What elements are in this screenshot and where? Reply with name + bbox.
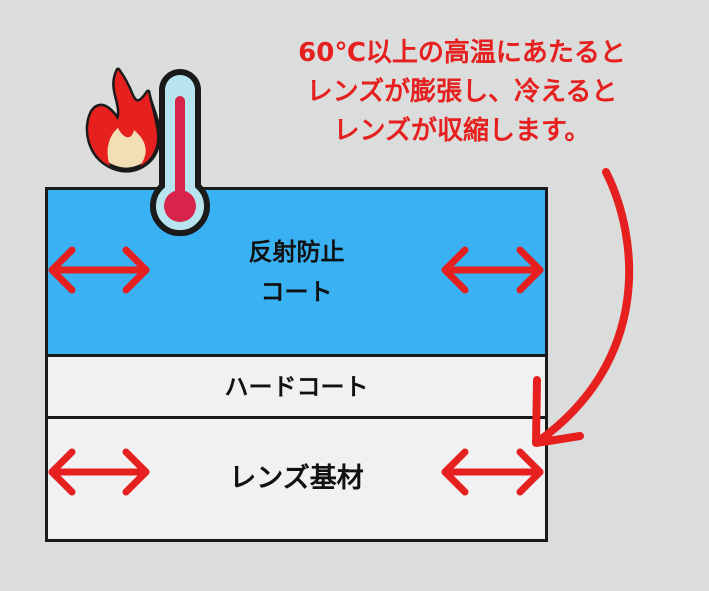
double-arrow-icon — [441, 448, 544, 496]
caption-line3: レンズが収縮します。 — [333, 116, 591, 146]
hard-coat-label: ハードコート — [224, 372, 369, 401]
double-arrow-icon — [48, 448, 150, 496]
fire-icon — [85, 67, 161, 173]
lens-base-layer: レンズ基材 — [45, 416, 548, 542]
explanation-caption: 60℃以上の高温にあたると レンズが膨張し、冷えると レンズが収縮します。 — [262, 34, 662, 151]
caption-line2: レンズが膨張し、冷えると — [306, 77, 618, 107]
double-arrow-icon — [441, 246, 544, 294]
lens-base-label: レンズ基材 — [229, 463, 364, 494]
double-arrow-icon — [48, 246, 150, 294]
anti-reflection-label-line2: コート — [260, 278, 333, 306]
curved-arrow-icon — [532, 168, 634, 447]
hard-coat-layer: ハードコート — [45, 354, 548, 419]
caption-line1: 60℃以上の高温にあたると — [298, 38, 626, 68]
anti-reflection-label-line1: 反射防止 — [248, 238, 345, 266]
thermometer-icon — [150, 69, 210, 237]
